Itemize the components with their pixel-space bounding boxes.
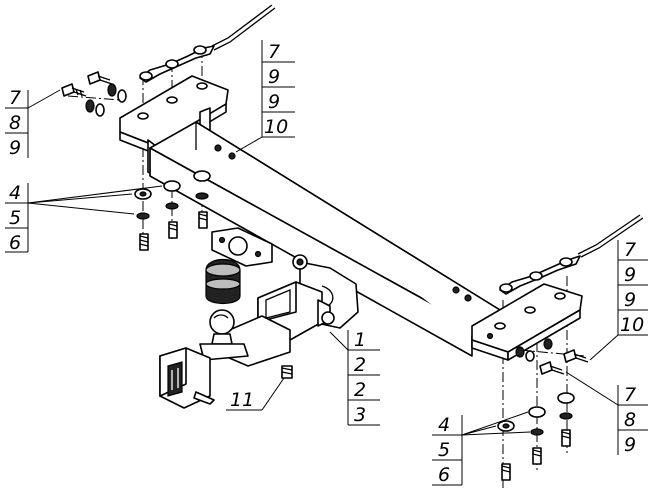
callout-label: 6 <box>9 232 21 254</box>
left-top-bolts <box>61 71 127 117</box>
callout-group-bottom-right: 4 5 6 <box>438 414 450 486</box>
ball-flange-plate <box>211 227 273 267</box>
callout-label: 9 <box>624 289 636 311</box>
callout-label: 7 <box>624 239 636 261</box>
cable-right <box>499 214 644 295</box>
callout-label: 9 <box>268 91 280 113</box>
callout-group-left-mid: 4 5 6 <box>9 182 21 254</box>
callout-label: 8 <box>624 409 636 431</box>
callout-label: 10 <box>264 116 288 138</box>
bolt-item-11 <box>281 365 293 379</box>
callout-label: 9 <box>9 137 21 159</box>
leader-lines <box>5 40 648 486</box>
right-mounting-bracket <box>471 283 583 361</box>
ball-cover <box>205 258 241 305</box>
cable-top <box>139 4 276 83</box>
callout-label: 10 <box>620 314 644 336</box>
callout-group-right-lower: 7 8 9 <box>624 384 636 456</box>
callout-group-center: 1 2 2 3 <box>354 329 366 426</box>
callout-label: 4 <box>438 414 450 436</box>
callout-label: 8 <box>9 112 21 134</box>
callout-label: 7 <box>9 87 21 109</box>
left-bottom-bolts-washers <box>134 170 211 251</box>
callout-label: 11 <box>230 389 254 411</box>
callout-label: 7 <box>268 41 280 63</box>
callout-label: 9 <box>624 264 636 286</box>
socket-cover <box>159 347 215 409</box>
callout-group-top-center: 7 9 9 10 <box>264 41 288 138</box>
callout-label: 3 <box>354 404 366 426</box>
right-side-bolts <box>515 338 589 375</box>
callout-label: 5 <box>438 439 450 461</box>
main-cross-beam <box>149 121 501 357</box>
callout-label: 2 <box>354 379 366 401</box>
callout-group-bottom-left: 11 <box>230 389 254 411</box>
callout-label: 6 <box>438 464 450 486</box>
callout-group-right-upper: 7 9 9 10 <box>620 239 644 336</box>
callout-label: 2 <box>354 354 366 376</box>
callout-group-top-left: 7 8 9 <box>9 87 21 159</box>
right-bottom-bolts-washers <box>497 392 575 481</box>
callout-label: 9 <box>624 434 636 456</box>
callout-label: 7 <box>624 384 636 406</box>
tow-ball <box>199 309 249 361</box>
callout-label: 1 <box>354 329 366 351</box>
callout-label: 4 <box>9 182 21 204</box>
hitch-receiver-assembly <box>219 254 359 367</box>
callout-label: 5 <box>9 207 21 229</box>
callout-label: 9 <box>268 66 280 88</box>
